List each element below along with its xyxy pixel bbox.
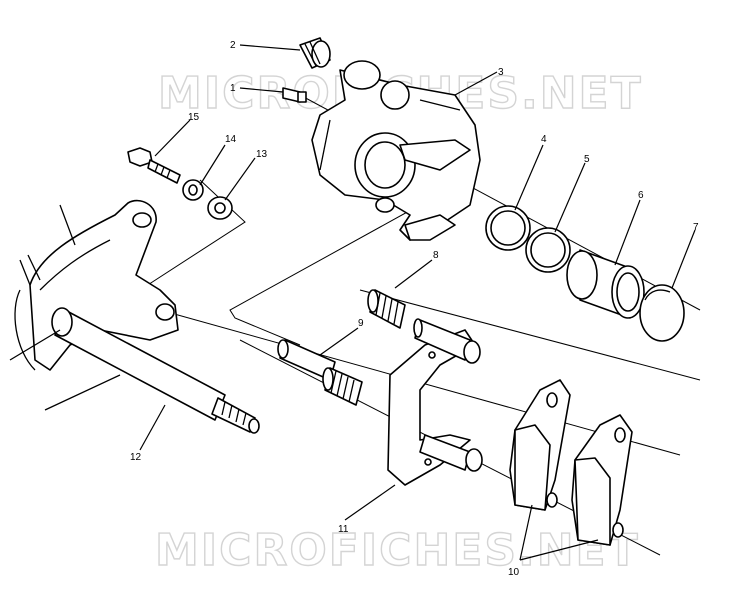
caliper-body <box>311 60 481 241</box>
leader-lines <box>139 44 696 561</box>
callout-6: 6 <box>638 190 644 201</box>
callout-labels: 2 1 3 4 5 6 7 8 9 10 11 12 13 14 15 <box>130 40 699 578</box>
callout-14: 14 <box>225 134 237 145</box>
lock-washer <box>182 179 204 201</box>
caliper-bracket <box>387 318 483 486</box>
brake-pad-front <box>509 379 571 511</box>
seal-inner <box>525 227 571 273</box>
callout-15: 15 <box>188 112 200 123</box>
callout-7: 7 <box>693 222 699 233</box>
spring-sleeve-lower <box>322 367 363 406</box>
callout-4: 4 <box>541 134 547 145</box>
callout-5: 5 <box>584 154 590 165</box>
callout-8: 8 <box>433 250 439 261</box>
dust-cap <box>299 37 331 69</box>
mounting-bolt <box>127 147 181 184</box>
callout-2: 2 <box>230 40 236 51</box>
spring-sleeve-upper <box>367 289 406 329</box>
callout-13: 13 <box>256 149 268 160</box>
watermark-bottom: MICROFICHES.NET <box>155 525 640 576</box>
callout-3: 3 <box>498 67 504 78</box>
callout-10: 10 <box>508 567 520 578</box>
piston-cap <box>639 284 685 342</box>
flat-washer <box>207 196 233 220</box>
piston <box>566 249 645 319</box>
brake-pad-rear <box>571 414 633 546</box>
bleeder-screw <box>282 87 307 103</box>
callout-12: 12 <box>130 452 142 463</box>
axle-shaft <box>9 307 260 434</box>
seal-outer <box>485 205 531 251</box>
callout-11: 11 <box>338 524 349 535</box>
callout-9: 9 <box>358 318 364 329</box>
callout-1: 1 <box>230 83 236 94</box>
